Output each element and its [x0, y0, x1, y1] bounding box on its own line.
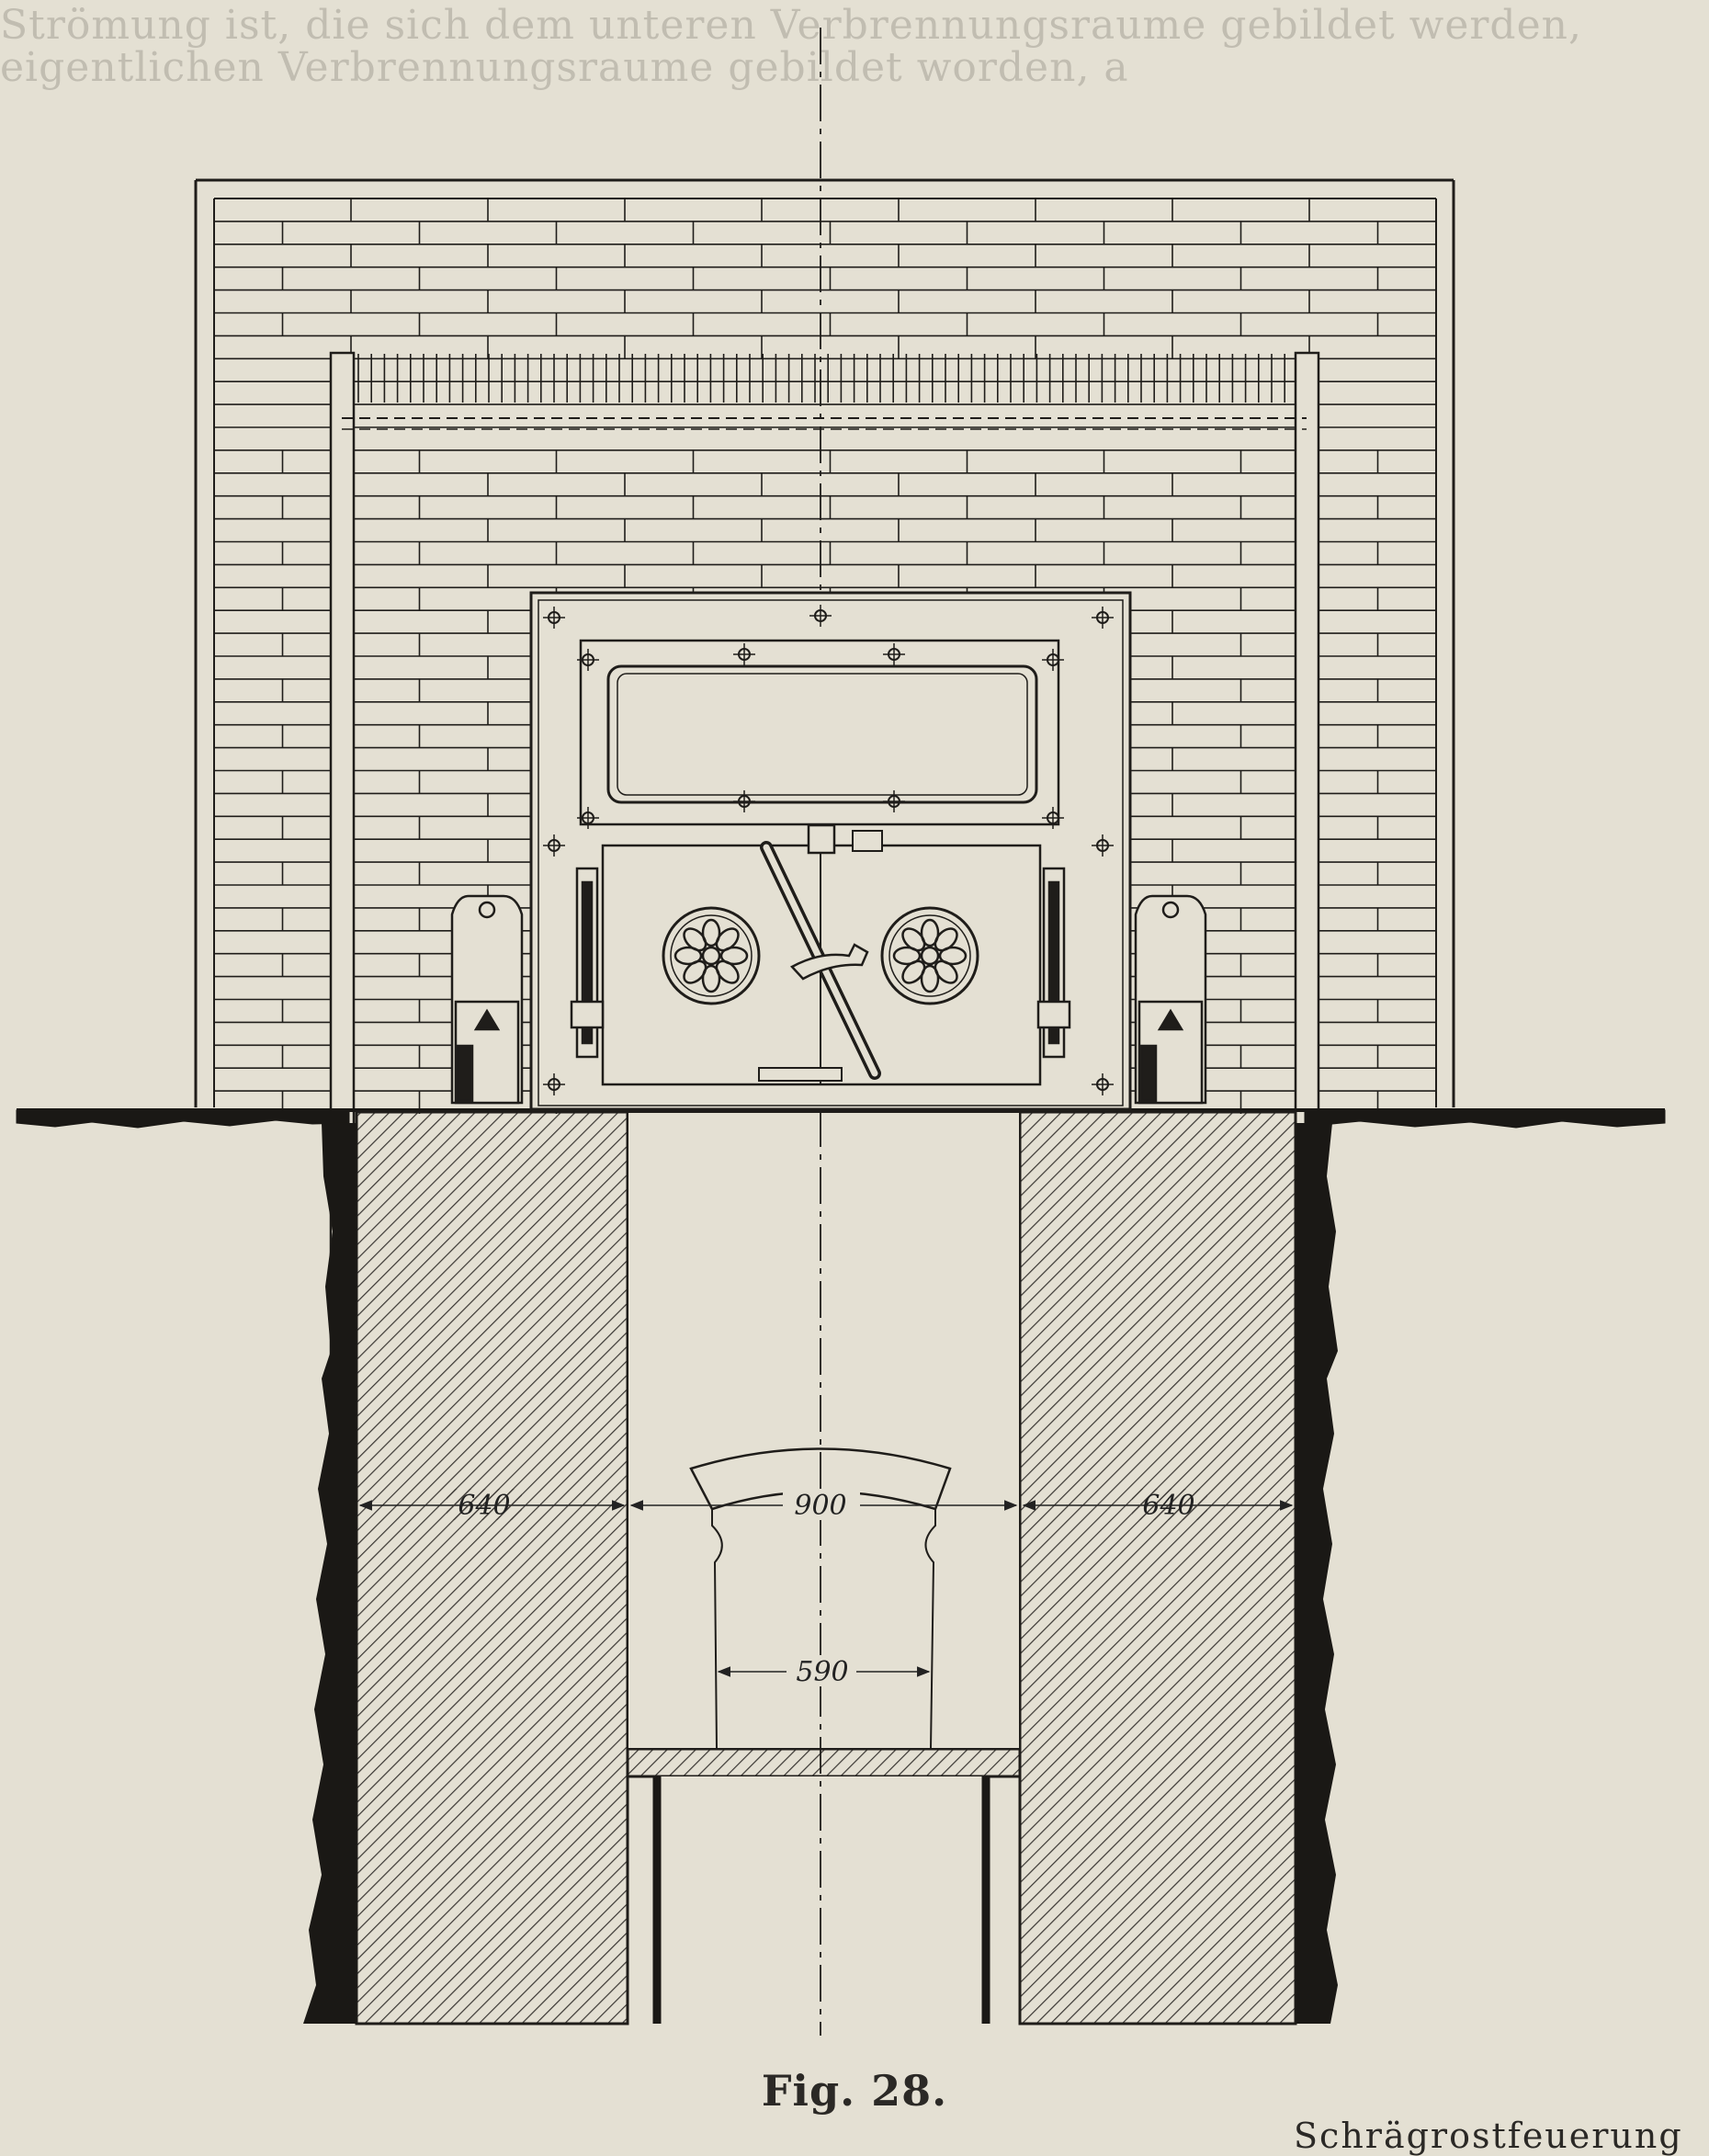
dim-right-wall: 640	[1142, 1490, 1194, 1522]
dim-left-wall: 640	[458, 1490, 510, 1522]
earth-edges	[303, 1123, 1338, 2024]
left-foundation-wall	[355, 1110, 629, 2026]
rosette-icon	[662, 906, 979, 1005]
figure-caption: Fig. 28.	[761, 2066, 948, 2116]
right-foundation-wall	[1018, 1110, 1297, 2026]
foundation	[355, 1110, 1297, 2026]
bracket-icon	[450, 894, 1207, 1105]
inspection-window	[606, 664, 1038, 804]
bolts	[543, 605, 1114, 1095]
outer-wall-frame	[194, 178, 1455, 1107]
soldier-course	[357, 354, 1285, 403]
lower-opening	[657, 1776, 986, 2024]
ash-pit-opening	[627, 1111, 1021, 1750]
next-section-heading: Schrägrostfeuerung	[1294, 2116, 1683, 2156]
hinge-icon	[570, 867, 1071, 1059]
furnace-drawing: 640 900 640 590	[16, 28, 1666, 2036]
dim-door-width: 590	[796, 1656, 848, 1688]
dim-opening: 900	[794, 1490, 846, 1522]
lintel-slab	[626, 1747, 1022, 1778]
dimension-lines: 640 900 640 590	[358, 1489, 1294, 1688]
bleed-through-line-2: eigentlichen Verbrennungsraume gebildet …	[0, 44, 1129, 91]
handle-icon	[758, 823, 883, 1082]
bleed-through-line-1: Strömung ist, die sich dem unteren Verbr…	[0, 2, 1582, 49]
